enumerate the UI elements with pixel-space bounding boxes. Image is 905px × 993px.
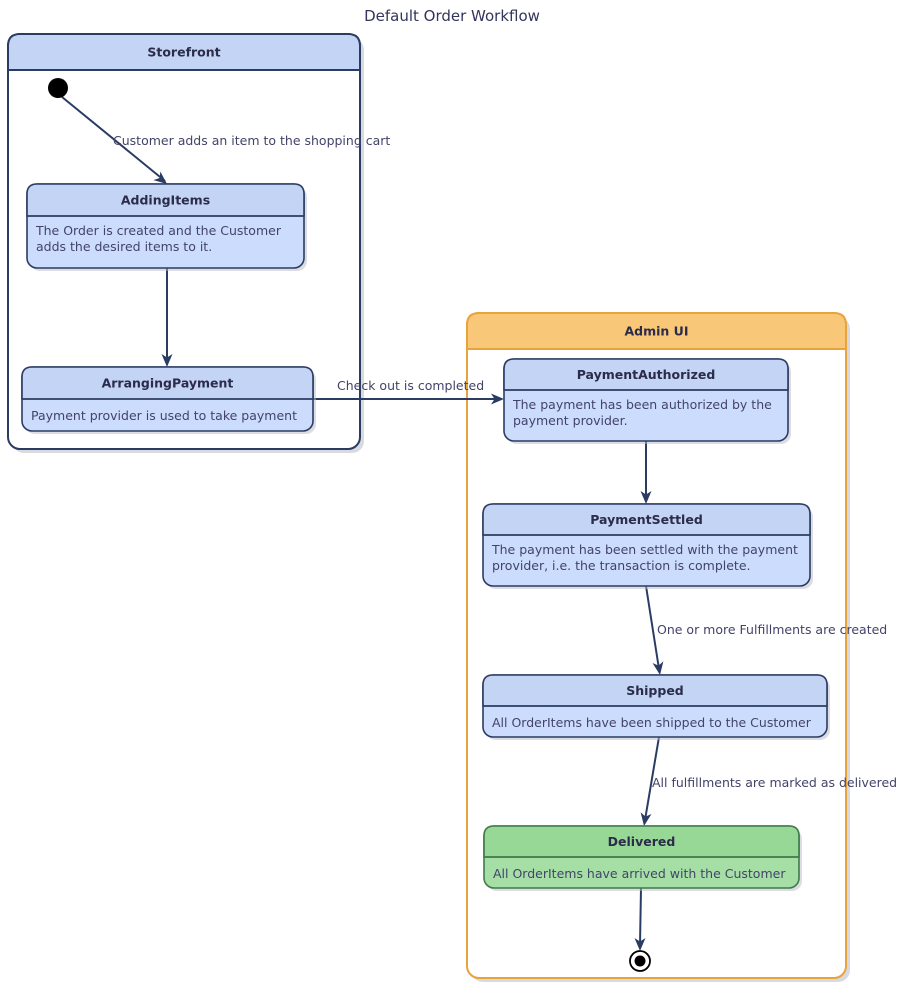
- transition-t-initial-to-adding-items: [61, 96, 167, 184]
- transition-arrowhead: [640, 491, 652, 504]
- initial-state-icon: [48, 78, 68, 98]
- transition-line: [645, 585, 660, 670]
- state-description-arranging-payment-line-0: Payment provider is used to take payment: [31, 408, 297, 423]
- state-header: [26, 183, 305, 217]
- transition-label-t-initial-to-adding-items: Customer adds an item to the shopping ca…: [113, 133, 390, 148]
- region-header: [466, 312, 847, 350]
- state-description-payment-authorized-line-1: payment provider.: [513, 413, 628, 428]
- transition-arrowhead: [153, 171, 167, 184]
- transitions-layer: [61, 96, 664, 951]
- state-description-payment-authorized-line-0: The payment has been authorized by the: [512, 397, 772, 412]
- transition-line: [61, 96, 166, 182]
- transition-label-t-arranging-payment-to-payment-authorized: Check out is completed: [337, 378, 484, 393]
- state-header: [482, 674, 828, 707]
- transition-labels-layer: Customer adds an item to the shopping ca…: [113, 133, 897, 790]
- state-title-adding-items: AddingItems: [121, 193, 210, 208]
- state-header: [482, 503, 811, 536]
- final-state-node[interactable]: [629, 950, 651, 972]
- state-description-adding-items-line-1: adds the desired items to it.: [36, 239, 212, 254]
- transition-t-payment-settled-to-shipped: [645, 585, 664, 675]
- page-title: Default Order Workflow: [364, 7, 540, 25]
- state-title-payment-settled: PaymentSettled: [590, 512, 703, 527]
- transition-line: [639, 887, 642, 946]
- state-title-payment-authorized: PaymentAuthorized: [577, 367, 716, 382]
- transition-arrowhead: [652, 661, 664, 675]
- transition-t-payment-authorized-to-payment-settled: [640, 441, 652, 504]
- transition-line: [644, 736, 660, 821]
- initial-state-node[interactable]: [48, 78, 68, 98]
- final-state-core-icon: [634, 955, 646, 967]
- state-description-shipped-line-0: All OrderItems have been shipped to the …: [492, 715, 812, 730]
- transition-t-arranging-payment-to-payment-authorized: [313, 393, 504, 405]
- region-label-admin-ui: Admin UI: [625, 324, 689, 339]
- state-header: [483, 825, 800, 858]
- transition-arrowhead: [491, 393, 504, 405]
- state-description-delivered-line-0: All OrderItems have arrived with the Cus…: [493, 866, 786, 881]
- region-admin-ui[interactable]: Admin UI: [466, 312, 850, 982]
- pseudostates-layer: [48, 78, 651, 972]
- region-label-storefront: Storefront: [147, 45, 220, 60]
- state-description-payment-settled-line-0: The payment has been settled with the pa…: [491, 542, 798, 557]
- transition-t-delivered-to-final: [634, 887, 646, 951]
- transition-label-t-payment-settled-to-shipped: One or more Fulfillments are created: [657, 622, 887, 637]
- transition-t-adding-items-to-arranging-payment: [161, 268, 173, 367]
- transition-label-t-shipped-to-delivered: All fulfillments are marked as delivered: [652, 775, 897, 790]
- state-title-shipped: Shipped: [626, 683, 684, 698]
- state-title-arranging-payment: ArrangingPayment: [102, 376, 234, 391]
- region-header: [7, 33, 361, 71]
- state-header: [503, 358, 789, 391]
- state-description-adding-items-line-0: The Order is created and the Customer: [35, 223, 282, 238]
- transition-arrowhead: [634, 938, 646, 951]
- transition-t-shipped-to-delivered: [640, 736, 660, 826]
- transition-arrowhead: [640, 812, 652, 826]
- state-description-payment-settled-line-1: provider, i.e. the transaction is comple…: [492, 558, 751, 573]
- state-header: [21, 366, 314, 400]
- transition-arrowhead: [161, 354, 173, 367]
- state-title-delivered: Delivered: [608, 834, 676, 849]
